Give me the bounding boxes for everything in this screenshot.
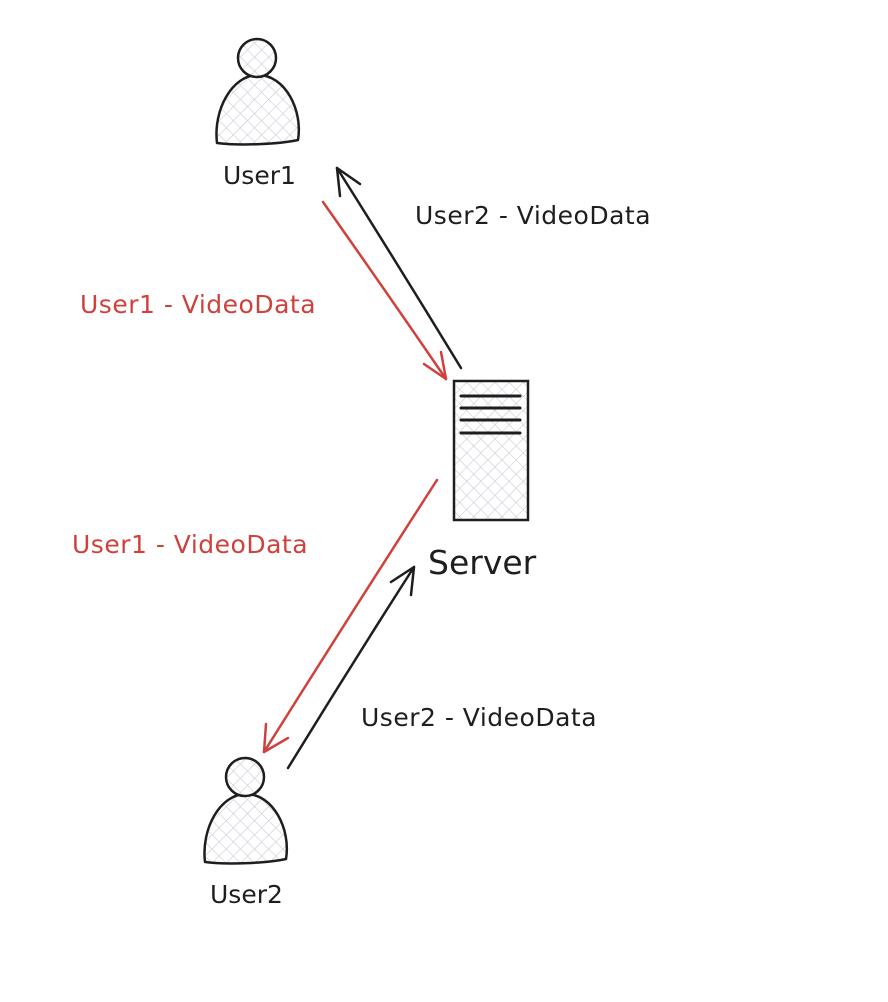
arrow-user1-to-server [321, 200, 448, 381]
edge-label-server-to-user1: User2 - VideoData [415, 201, 652, 230]
user1-label: User1 [223, 161, 296, 190]
arrow-server-to-user1 [335, 166, 463, 370]
arrow-server-to-user2 [262, 478, 439, 754]
server-label: Server [428, 543, 537, 582]
edge-label-user2-to-server: User2 - VideoData [361, 703, 598, 732]
edge-label-user1-to-server: User1 - VideoData [80, 290, 317, 319]
server-icon [452, 379, 530, 522]
user1-person-icon [215, 37, 301, 146]
edge-label-server-to-user2: User1 - VideoData [72, 530, 309, 559]
user2-person-icon [203, 756, 289, 865]
user2-label: User2 [210, 880, 283, 909]
arrow-user2-to-server [286, 565, 416, 770]
